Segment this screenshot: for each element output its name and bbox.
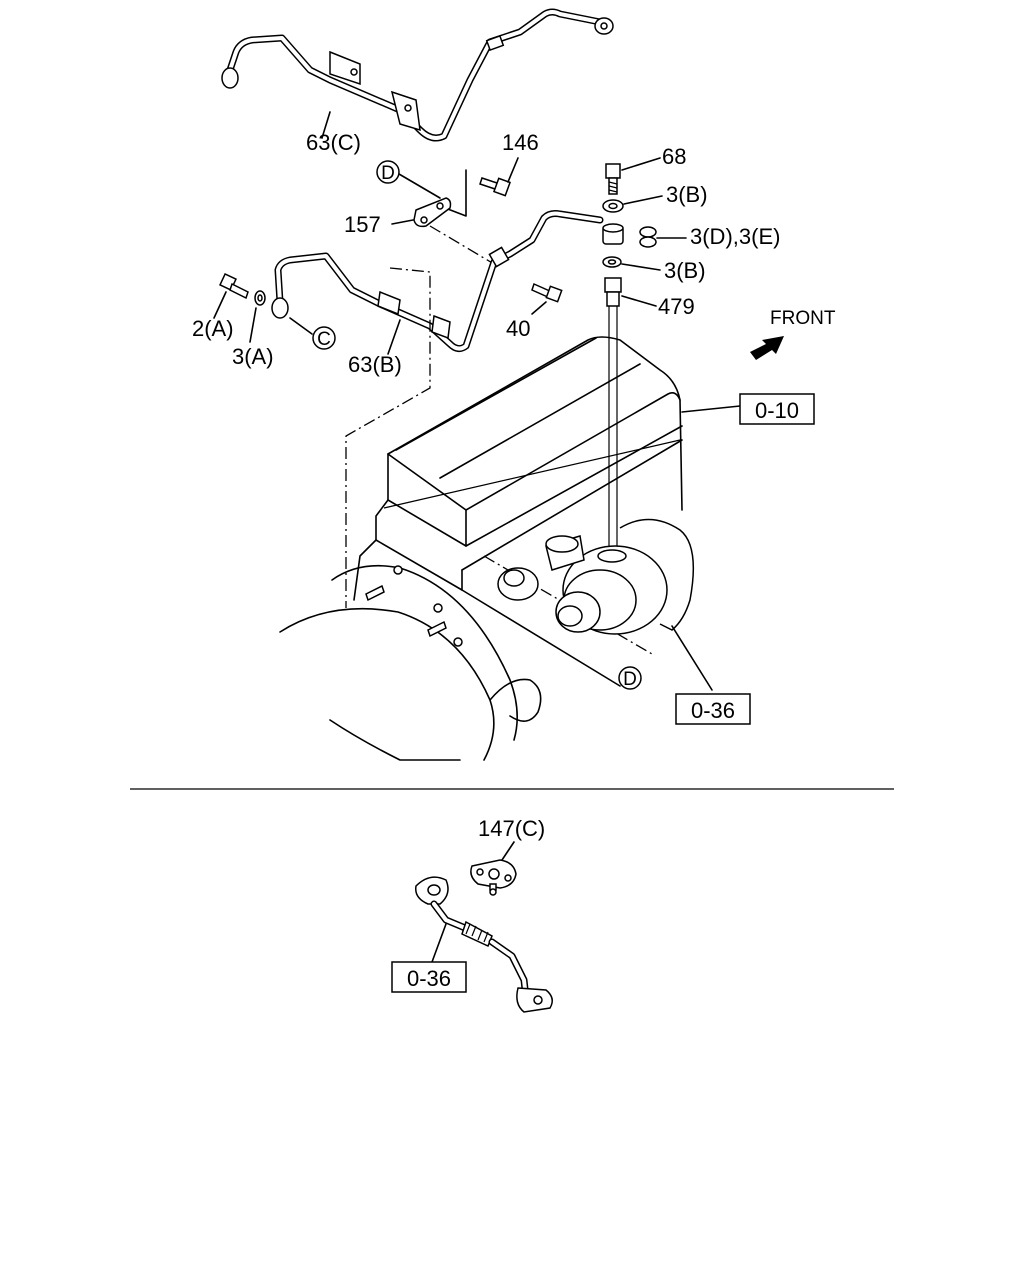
centerline-157 [429,225,495,265]
marker-d-upper-letter: D [381,163,395,184]
fitting-upper [602,223,624,245]
washer-3b-lower [602,256,661,271]
bracket-157 [391,173,452,228]
connector-63b-engine [345,267,431,608]
marker-d-lower-letter: D [623,669,637,690]
gasket-147c [470,859,517,896]
tube-63b [271,210,604,355]
bolt-2a [213,273,249,319]
ref-0-36-upper-label: 0-36 [691,698,735,723]
bolt-40 [531,282,563,315]
ref-box-0-36-upper: 0-36 [675,693,751,725]
ref-box-0-10: 0-10 [681,393,815,425]
label-63b: 63(B) [348,352,402,377]
washer-3a [249,290,266,343]
label-68: 68 [662,144,686,169]
marker-c-letter: C [317,329,331,350]
engine-block [279,336,683,761]
label-146: 146 [502,130,539,155]
front-arrow-icon [750,336,784,360]
turbocharger [497,518,713,691]
bolt-68 [605,157,661,195]
marker-c: C [289,317,336,350]
ref-0-10-label: 0-10 [755,398,799,423]
label-63c: 63(C) [306,130,361,155]
label-3a: 3(A) [232,344,274,369]
label-147c: 147(C) [478,816,545,841]
label-2a: 2(A) [192,316,234,341]
ref-box-0-36-lower: 0-36 [391,961,467,993]
washer-3b-upper [602,195,663,213]
fitting-479 [604,277,657,307]
ref-0-36-lower-label: 0-36 [407,966,451,991]
label-3d-3e: 3(D),3(E) [690,224,780,249]
label-40: 40 [506,316,530,341]
label-3b-upper: 3(B) [666,182,708,207]
label-3b-lower: 3(B) [664,258,706,283]
label-157: 157 [344,212,381,237]
bolt-146 [479,157,519,197]
tube-63c [221,8,614,142]
marker-d-upper: D [376,160,400,184]
label-479: 479 [658,294,695,319]
marker-d-lower: D [618,666,642,690]
oil-return-pipe [415,876,553,1013]
washer-3d-3e [639,226,687,248]
front-label: FRONT [770,308,836,329]
